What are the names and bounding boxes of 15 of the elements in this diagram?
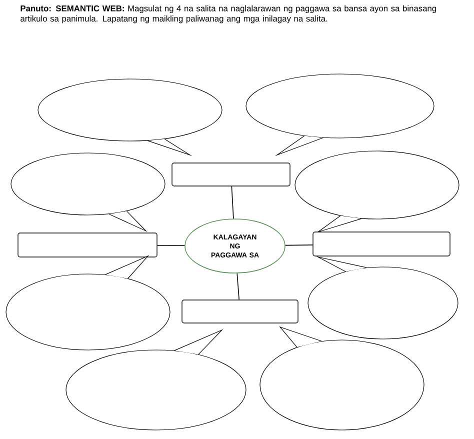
instruction-text: Panuto: SEMANTIC WEB: Magsulat ng 4 na salita na naglalarawan ng paggawa sa bansa ayon sa binasang artikulo sa panimula. Lapatang ng maikling paliwanag ang mga inilagay na salita. [20,5,436,24]
speech-bubble [38,78,222,156]
connector-line [156,245,186,246]
speech-bubble [308,256,458,340]
connector-line [284,244,314,246]
connector-line [236,272,240,300]
speech-bubble [66,329,246,430]
speech-bubble [294,150,460,233]
connector-line [231,186,234,220]
answer-box [172,162,290,186]
speech-bubble [6,255,170,350]
speech-bubble [10,152,166,232]
speech-bubble [246,74,434,156]
speech-bubble [260,326,424,430]
answer-box [182,300,298,324]
